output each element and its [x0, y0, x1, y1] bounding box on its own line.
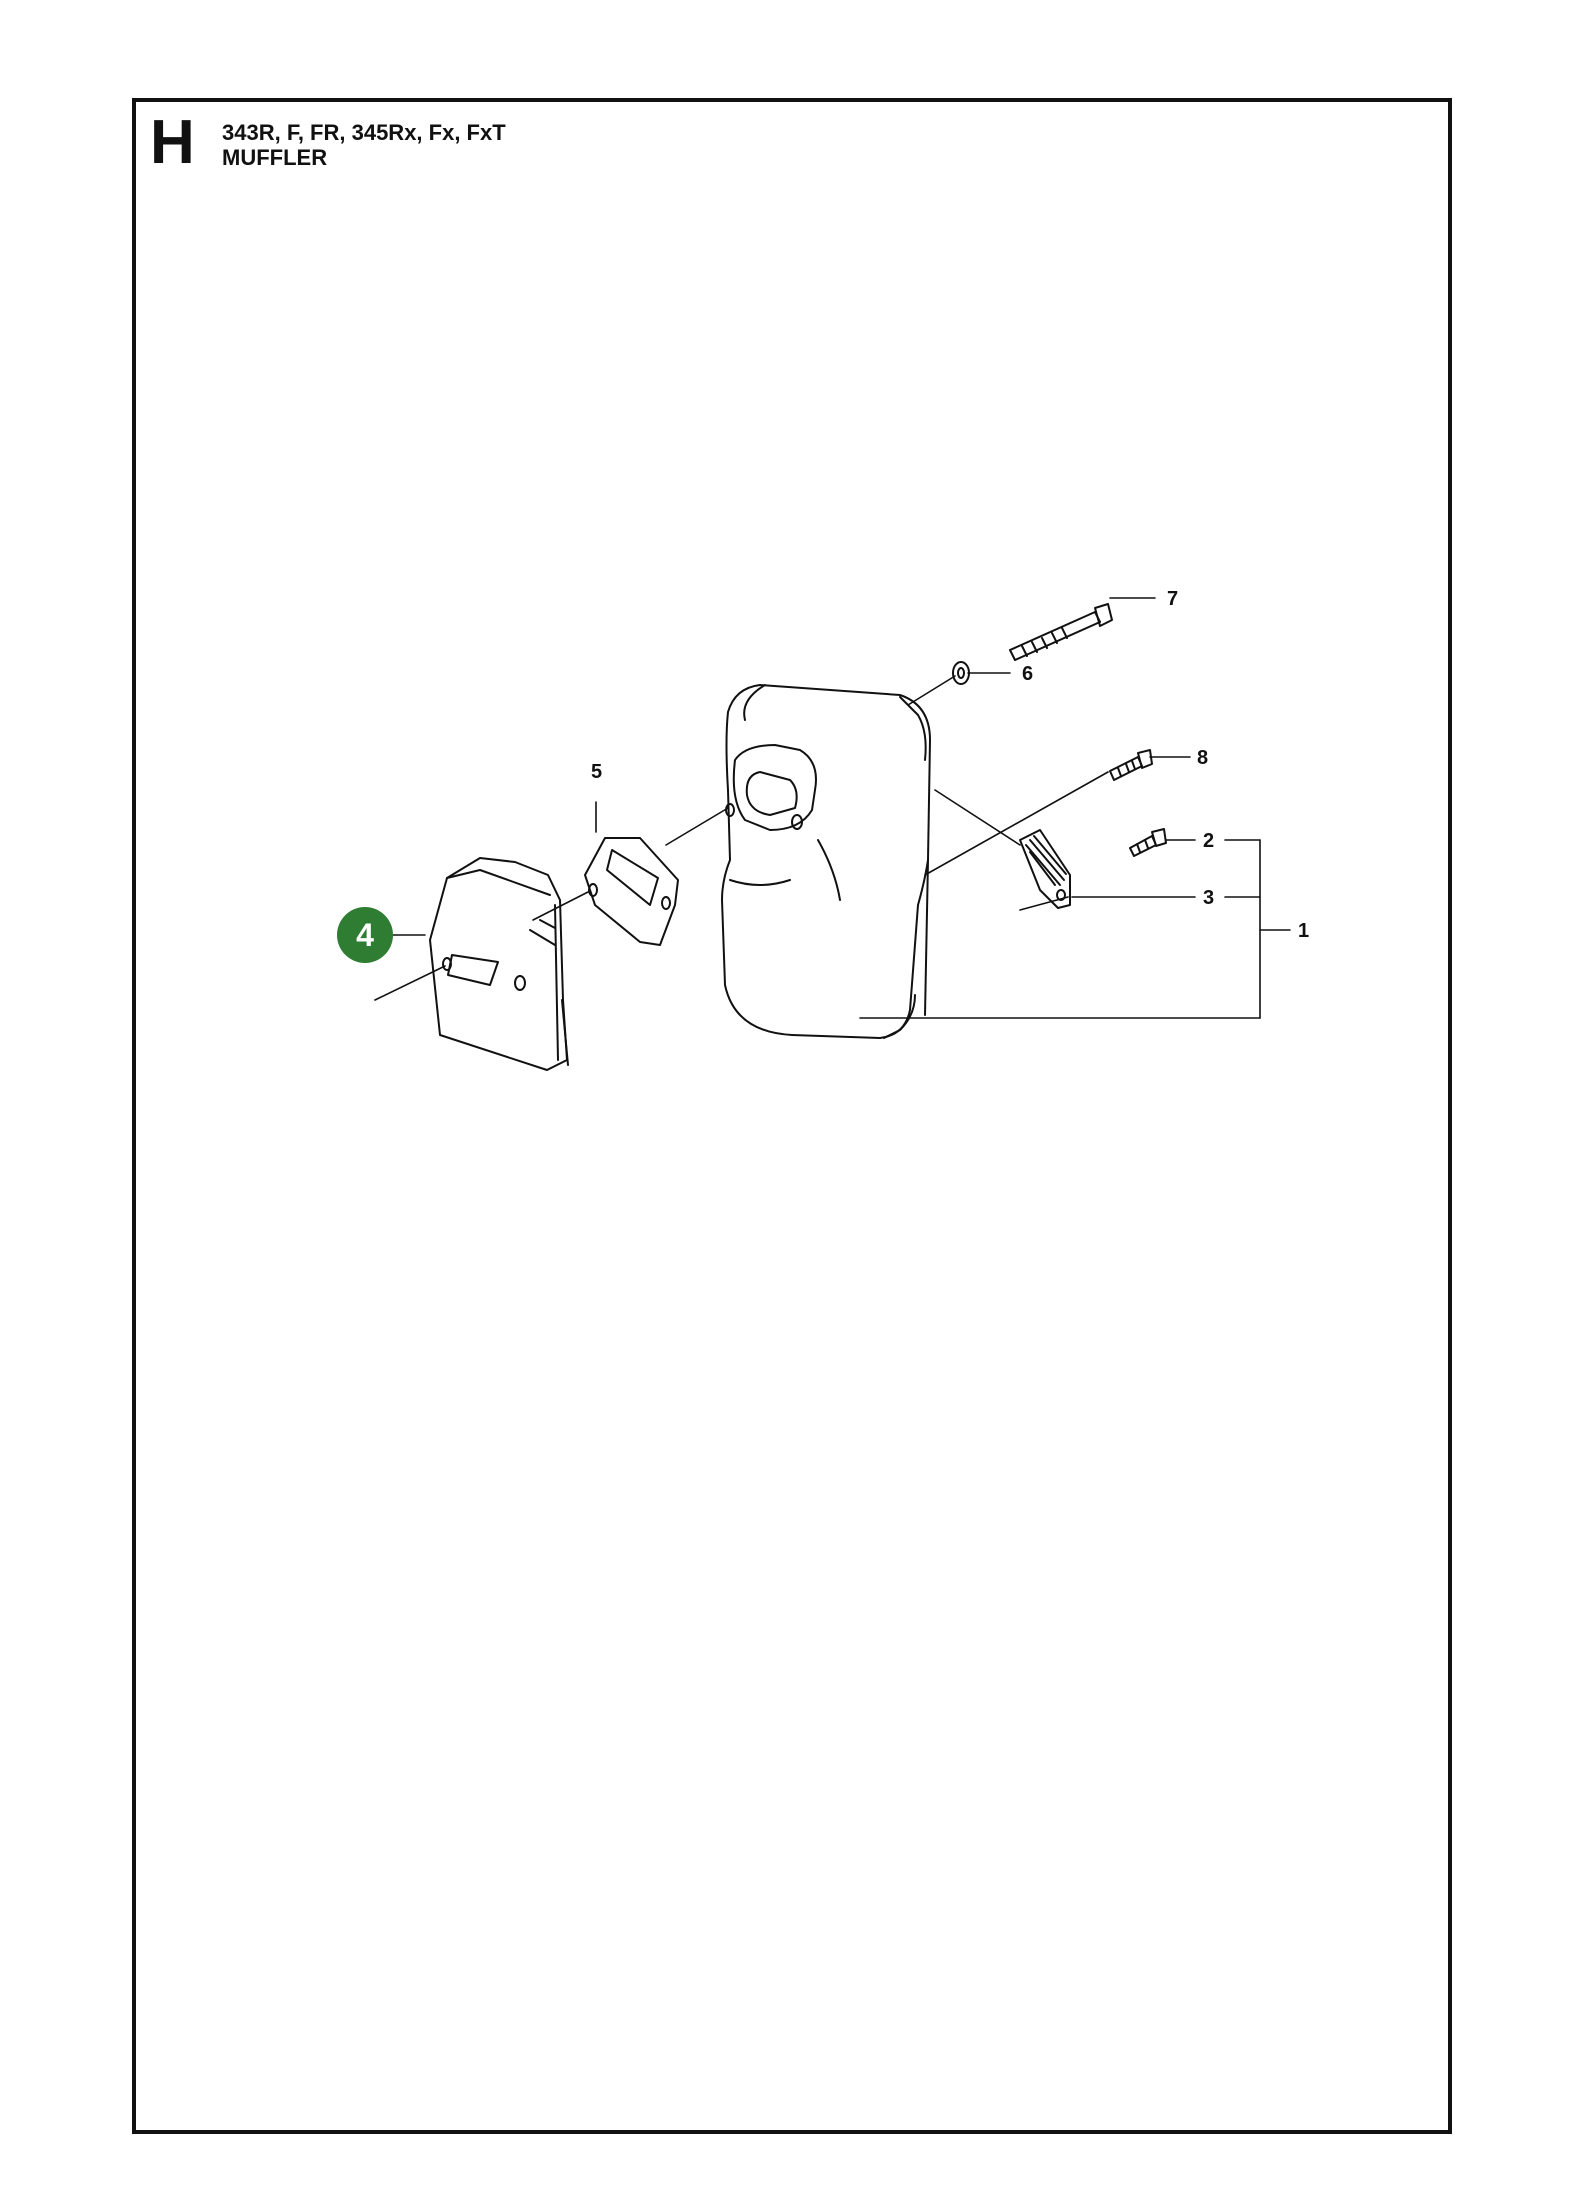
part-spark-arrestor — [1019, 829, 1071, 909]
callout-8: 8 — [1197, 747, 1208, 769]
callout-4-badge[interactable]: 4 — [337, 907, 393, 963]
model-list: 343R, F, FR, 345Rx, Fx, FxT — [222, 120, 506, 145]
callout-5: 5 — [591, 761, 602, 783]
leader-lines — [374, 597, 1291, 1019]
section-letter: H — [150, 108, 195, 177]
callout-4: 4 — [356, 917, 374, 953]
part-screw-2 — [1129, 828, 1167, 857]
part-long-bolt — [1009, 603, 1113, 661]
part-gasket — [584, 837, 679, 946]
section-title: MUFFLER — [222, 145, 328, 170]
part-washer — [952, 661, 970, 685]
callout-6: 6 — [1022, 663, 1033, 685]
part-screw-8 — [1109, 749, 1153, 781]
part-muffler-body — [721, 684, 931, 1039]
page-frame — [132, 98, 1452, 2134]
callout-3: 3 — [1203, 887, 1214, 909]
part-heat-shield — [429, 857, 569, 1071]
callout-2: 2 — [1203, 830, 1214, 852]
callout-7: 7 — [1167, 588, 1178, 610]
callout-1: 1 — [1298, 920, 1309, 942]
